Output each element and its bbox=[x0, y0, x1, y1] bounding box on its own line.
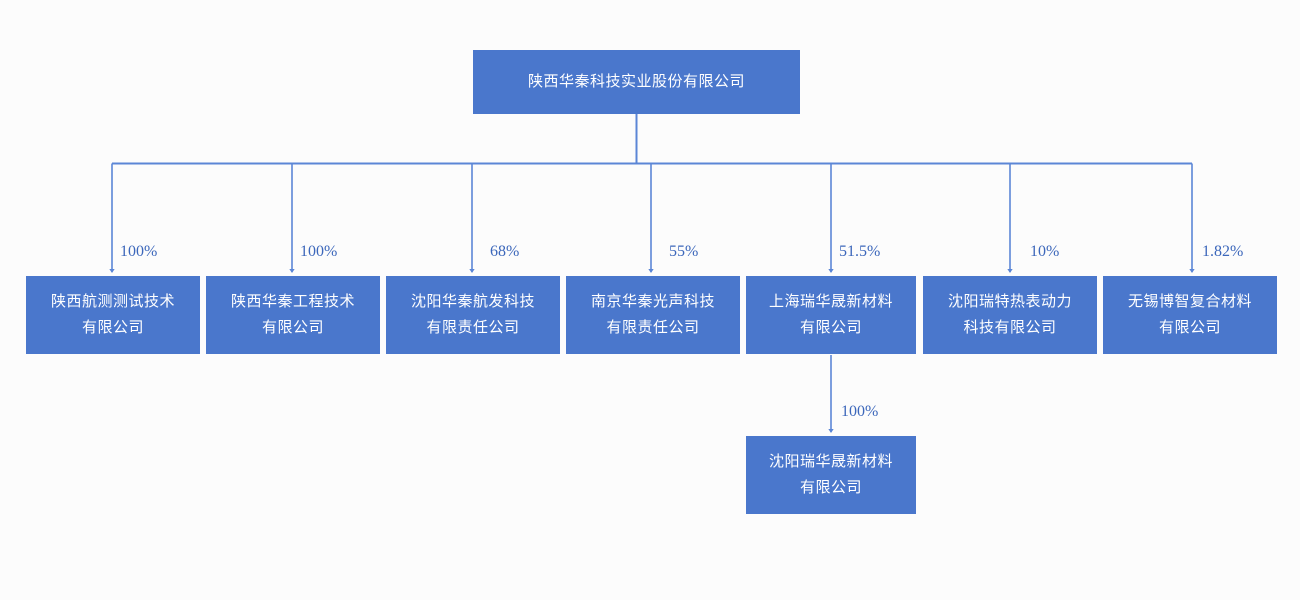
node-child-4-label: 南京华秦光声科技 有限责任公司 bbox=[590, 292, 715, 336]
percent-label-1: 100% bbox=[120, 243, 158, 260]
percent-label-grandchild: 100% bbox=[841, 403, 879, 420]
node-child-5-label: 上海瑞华晟新材料 有限公司 bbox=[768, 292, 893, 336]
node-child-1[interactable]: 陕西航测测试技术 有限公司 bbox=[26, 276, 200, 354]
node-grandchild-label: 沈阳瑞华晟新材料 有限公司 bbox=[768, 452, 893, 496]
node-child-1-label: 陕西航测测试技术 有限公司 bbox=[50, 292, 175, 336]
percent-label-5: 51.5% bbox=[839, 243, 881, 260]
percent-label-7: 1.82% bbox=[1202, 243, 1244, 260]
node-child-2[interactable]: 陕西华秦工程技术 有限公司 bbox=[206, 276, 380, 354]
node-child-4[interactable]: 南京华秦光声科技 有限责任公司 bbox=[566, 276, 740, 354]
percent-label-6: 10% bbox=[1030, 243, 1060, 260]
percent-label-3: 68% bbox=[490, 243, 520, 260]
percent-label-4: 55% bbox=[669, 243, 699, 260]
node-child-2-label: 陕西华秦工程技术 有限公司 bbox=[230, 292, 355, 336]
node-grandchild[interactable]: 沈阳瑞华晟新材料 有限公司 bbox=[746, 436, 916, 514]
node-child-6-label: 沈阳瑞特热表动力 科技有限公司 bbox=[947, 292, 1072, 336]
node-child-6[interactable]: 沈阳瑞特热表动力 科技有限公司 bbox=[923, 276, 1097, 354]
percent-label-2: 100% bbox=[300, 243, 338, 260]
node-child-5[interactable]: 上海瑞华晟新材料 有限公司 bbox=[746, 276, 916, 354]
node-child-7[interactable]: 无锡博智复合材料 有限公司 bbox=[1103, 276, 1277, 354]
node-root-label: 陕西华秦科技实业股份有限公司 bbox=[527, 72, 745, 90]
node-child-7-label: 无锡博智复合材料 有限公司 bbox=[1127, 292, 1252, 336]
node-root[interactable]: 陕西华秦科技实业股份有限公司 bbox=[473, 50, 800, 114]
node-child-3[interactable]: 沈阳华秦航发科技 有限责任公司 bbox=[386, 276, 560, 354]
node-child-3-label: 沈阳华秦航发科技 有限责任公司 bbox=[410, 292, 535, 336]
